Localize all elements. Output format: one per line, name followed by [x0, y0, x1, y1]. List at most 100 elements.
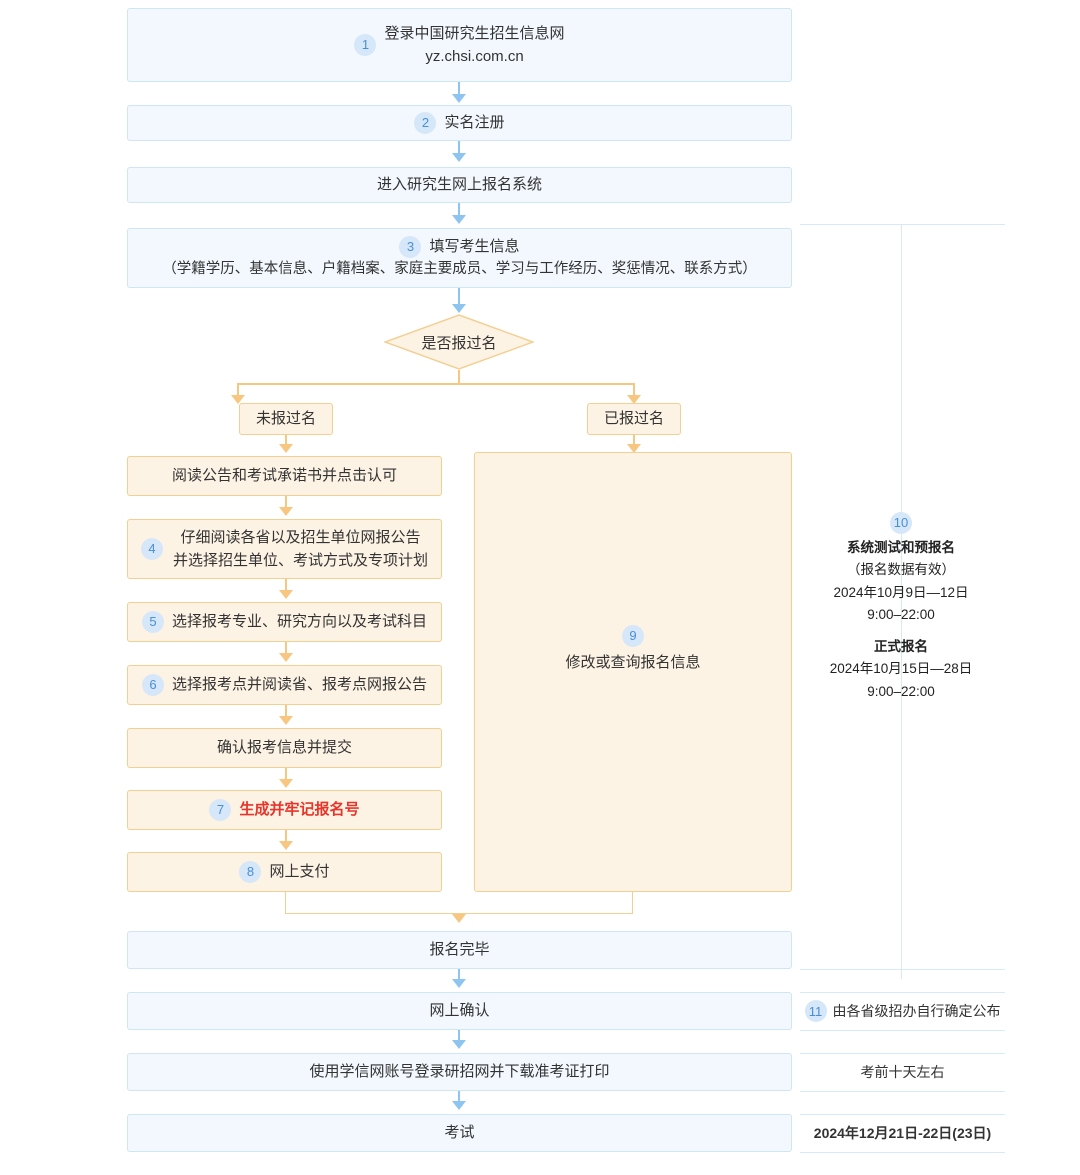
connector-l5 [285, 768, 287, 781]
panel-line-2 [800, 992, 1005, 993]
node-confirm-submit[interactable]: 确认报考信息并提交 [127, 728, 442, 768]
arrow-l1 [279, 507, 293, 516]
node-login-line2: yz.chsi.com.cn [425, 48, 524, 65]
panel-line-3 [800, 1030, 1005, 1031]
decision-label: 是否报过名 [421, 334, 497, 352]
node-download-admission-ticket-label: 使用学信网账号登录研招网并下载准考证打印 [309, 1062, 610, 1080]
node-select-exam-site[interactable]: 6 选择报考点并阅读省、报考点网报公告 [127, 665, 442, 705]
arrow-left-label-down [279, 444, 293, 453]
connector-info-to-decision [458, 288, 460, 306]
node-realname-register-label: 实名注册 [444, 113, 505, 131]
connector-l6 [285, 830, 287, 843]
branch-label-not-registered-text: 未报过名 [255, 409, 316, 427]
step-badge-8: 8 [239, 861, 262, 883]
schedule-test-note: （报名数据有效） [847, 562, 955, 578]
arrow-t3 [452, 1101, 466, 1110]
panel-row-admission-ticket-date: 考前十天左右 [800, 1053, 1005, 1091]
node-confirm-submit-label: 确认报考信息并提交 [216, 738, 352, 756]
node-select-exam-site-label: 选择报考点并阅读省、报考点网报公告 [171, 675, 427, 693]
node-download-admission-ticket[interactable]: 使用学信网账号登录研招网并下载准考证打印 [127, 1053, 792, 1091]
arrow-down-1 [452, 94, 466, 103]
schedule-test-title: 系统测试和预报名 [847, 540, 955, 555]
node-online-confirmation[interactable]: 网上确认 [127, 992, 792, 1030]
arrow-l6 [279, 841, 293, 850]
node-online-payment[interactable]: 8 网上支付 [127, 852, 442, 892]
step-badge-2: 2 [414, 112, 437, 134]
branch-label-already-registered-text: 已报过名 [603, 409, 664, 427]
decision-has-registered[interactable]: 是否报过名 [384, 314, 534, 370]
node-login-line1: 登录中国研究生招生信息网 [384, 24, 565, 42]
merge-bracket [285, 892, 633, 914]
node-enter-system-label: 进入研究生网上报名系统 [376, 175, 542, 193]
schedule-formal-title: 正式报名 [874, 639, 928, 655]
node-modify-or-query[interactable]: 9 修改或查询报名信息 [474, 452, 792, 892]
arrow-l3 [279, 653, 293, 662]
connector-decision-right [633, 383, 635, 397]
connector-right-label-down [633, 435, 635, 446]
node-online-payment-label: 网上支付 [269, 862, 330, 880]
panel-line-1 [800, 969, 1005, 970]
arrow-l4 [279, 716, 293, 725]
arrow-down-4 [452, 304, 466, 313]
node-read-announcement-label: 阅读公告和考试承诺书并点击认可 [171, 466, 397, 484]
connector-l3 [285, 642, 287, 655]
arrow-l5 [279, 779, 293, 788]
step-badge-5: 5 [141, 611, 164, 633]
arrow-down-3 [452, 215, 466, 224]
step-badge-11: 11 [804, 1000, 827, 1022]
step-badge-4: 4 [140, 538, 163, 560]
connector-system-to-info [458, 203, 460, 217]
connector-register-to-system [458, 141, 460, 155]
step-badge-6: 6 [141, 674, 164, 696]
node-enter-system[interactable]: 进入研究生网上报名系统 [127, 167, 792, 203]
schedule-formal-time: 9:00–22:00 [867, 683, 935, 699]
connector-l4 [285, 705, 287, 718]
connector-l1 [285, 496, 287, 509]
panel-line-6 [800, 1114, 1005, 1115]
node-select-major[interactable]: 5 选择报考专业、研究方向以及考试科目 [127, 602, 442, 642]
schedule-registration-block: 10 系统测试和预报名 （报名数据有效） 2024年10月9日—12日 9:00… [796, 512, 1006, 703]
panel-line-5 [800, 1091, 1005, 1092]
node-read-announcement[interactable]: 阅读公告和考试承诺书并点击认可 [127, 456, 442, 496]
node-read-province-line1: 仔细阅读各省以及招生单位网报公告 [180, 528, 421, 546]
schedule-test-dates: 2024年10月9日—12日 [833, 584, 969, 600]
node-registration-complete[interactable]: 报名完毕 [127, 931, 792, 969]
step-badge-1: 1 [354, 34, 377, 56]
connector-login-to-register [458, 82, 460, 96]
panel-row-exam-date-text: 2024年12月21日-22日(23日) [813, 1125, 992, 1141]
node-registration-complete-label: 报名完毕 [429, 940, 490, 958]
node-realname-register[interactable]: 2 实名注册 [127, 105, 792, 141]
node-login[interactable]: 1 登录中国研究生招生信息网 yz.chsi.com.cn [127, 8, 792, 82]
connector-t1 [458, 969, 460, 981]
node-exam[interactable]: 考试 [127, 1114, 792, 1152]
schedule-formal-dates: 2024年10月15日—28日 [829, 661, 973, 677]
branch-label-already-registered[interactable]: 已报过名 [587, 403, 681, 435]
panel-line-7 [800, 1152, 1005, 1153]
step-badge-3: 3 [399, 235, 422, 258]
node-read-province-announcement[interactable]: 4 仔细阅读各省以及招生单位网报公告 并选择招生单位、考试方式及专项计划 [127, 519, 442, 579]
connector-decision-split [237, 383, 635, 385]
diamond-shape [384, 314, 534, 370]
node-generate-registration-number-label: 生成并牢记报名号 [239, 800, 360, 818]
connector-t2 [458, 1030, 460, 1042]
connector-decision-left [237, 383, 239, 397]
node-fill-candidate-info-detail: （学籍学历、基本信息、户籍档案、家庭主要成员、学习与工作经历、奖惩情况、联系方式… [162, 261, 757, 278]
schedule-test-time: 9:00–22:00 [867, 606, 935, 622]
step-badge-9: 9 [621, 625, 644, 647]
arrow-right-label-down [627, 444, 641, 453]
node-modify-or-query-label: 修改或查询报名信息 [565, 654, 701, 671]
step-badge-10: 10 [890, 512, 912, 534]
node-fill-candidate-info-title: 填写考生信息 [429, 238, 520, 256]
arrow-t2 [452, 1040, 466, 1049]
node-exam-label: 考试 [444, 1123, 475, 1141]
panel-row-admission-ticket-text: 考前十天左右 [860, 1064, 945, 1080]
node-fill-candidate-info[interactable]: 3 填写考生信息 （学籍学历、基本信息、户籍档案、家庭主要成员、学习与工作经历、… [127, 228, 792, 288]
node-generate-registration-number[interactable]: 7 生成并牢记报名号 [127, 790, 442, 830]
branch-label-not-registered[interactable]: 未报过名 [239, 403, 333, 435]
arrow-down-2 [452, 153, 466, 162]
connector-left-label-down [285, 435, 287, 446]
arrow-l2 [279, 590, 293, 599]
panel-row-online-confirmation-text: 由各省级招办自行确定公布 [832, 1003, 1001, 1019]
panel-line-4 [800, 1053, 1005, 1054]
panel-row-online-confirmation-date: 11 由各省级招办自行确定公布 [800, 992, 1005, 1030]
